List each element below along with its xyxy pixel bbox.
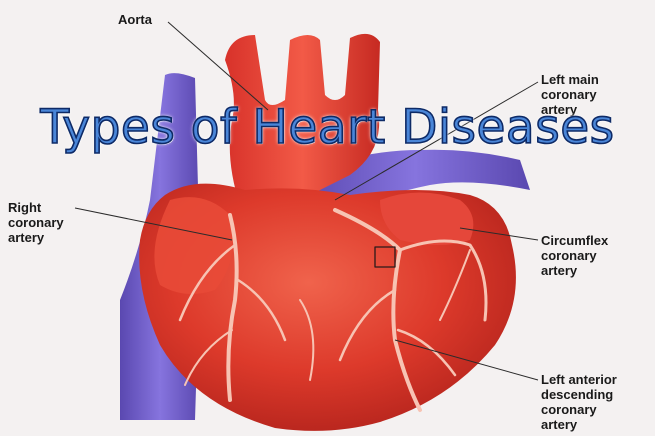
label-right-coronary-artery: Right coronary artery [8, 200, 64, 245]
label-right-coronary-line-2: coronary [8, 215, 64, 230]
label-right-coronary-line-3: artery [8, 230, 64, 245]
label-left-anterior-descending-coronary-artery: Left anterior descending coronary artery [541, 372, 617, 432]
label-right-coronary-line-1: Right [8, 200, 64, 215]
label-lad-line-2: descending [541, 387, 617, 402]
label-aorta-line-1: Aorta [118, 12, 152, 27]
label-circumflex-line-1: Circumflex [541, 233, 608, 248]
label-lad-line-4: artery [541, 417, 617, 432]
label-left-main-line-1: Left main [541, 72, 599, 87]
label-circumflex-coronary-artery: Circumflex coronary artery [541, 233, 608, 278]
label-lad-line-1: Left anterior [541, 372, 617, 387]
page-title: Types of Heart Diseases [0, 100, 655, 156]
label-circumflex-line-2: coronary [541, 248, 608, 263]
right-atrium [154, 197, 232, 294]
label-circumflex-line-3: artery [541, 263, 608, 278]
label-lad-line-3: coronary [541, 402, 617, 417]
label-aorta: Aorta [118, 12, 152, 27]
